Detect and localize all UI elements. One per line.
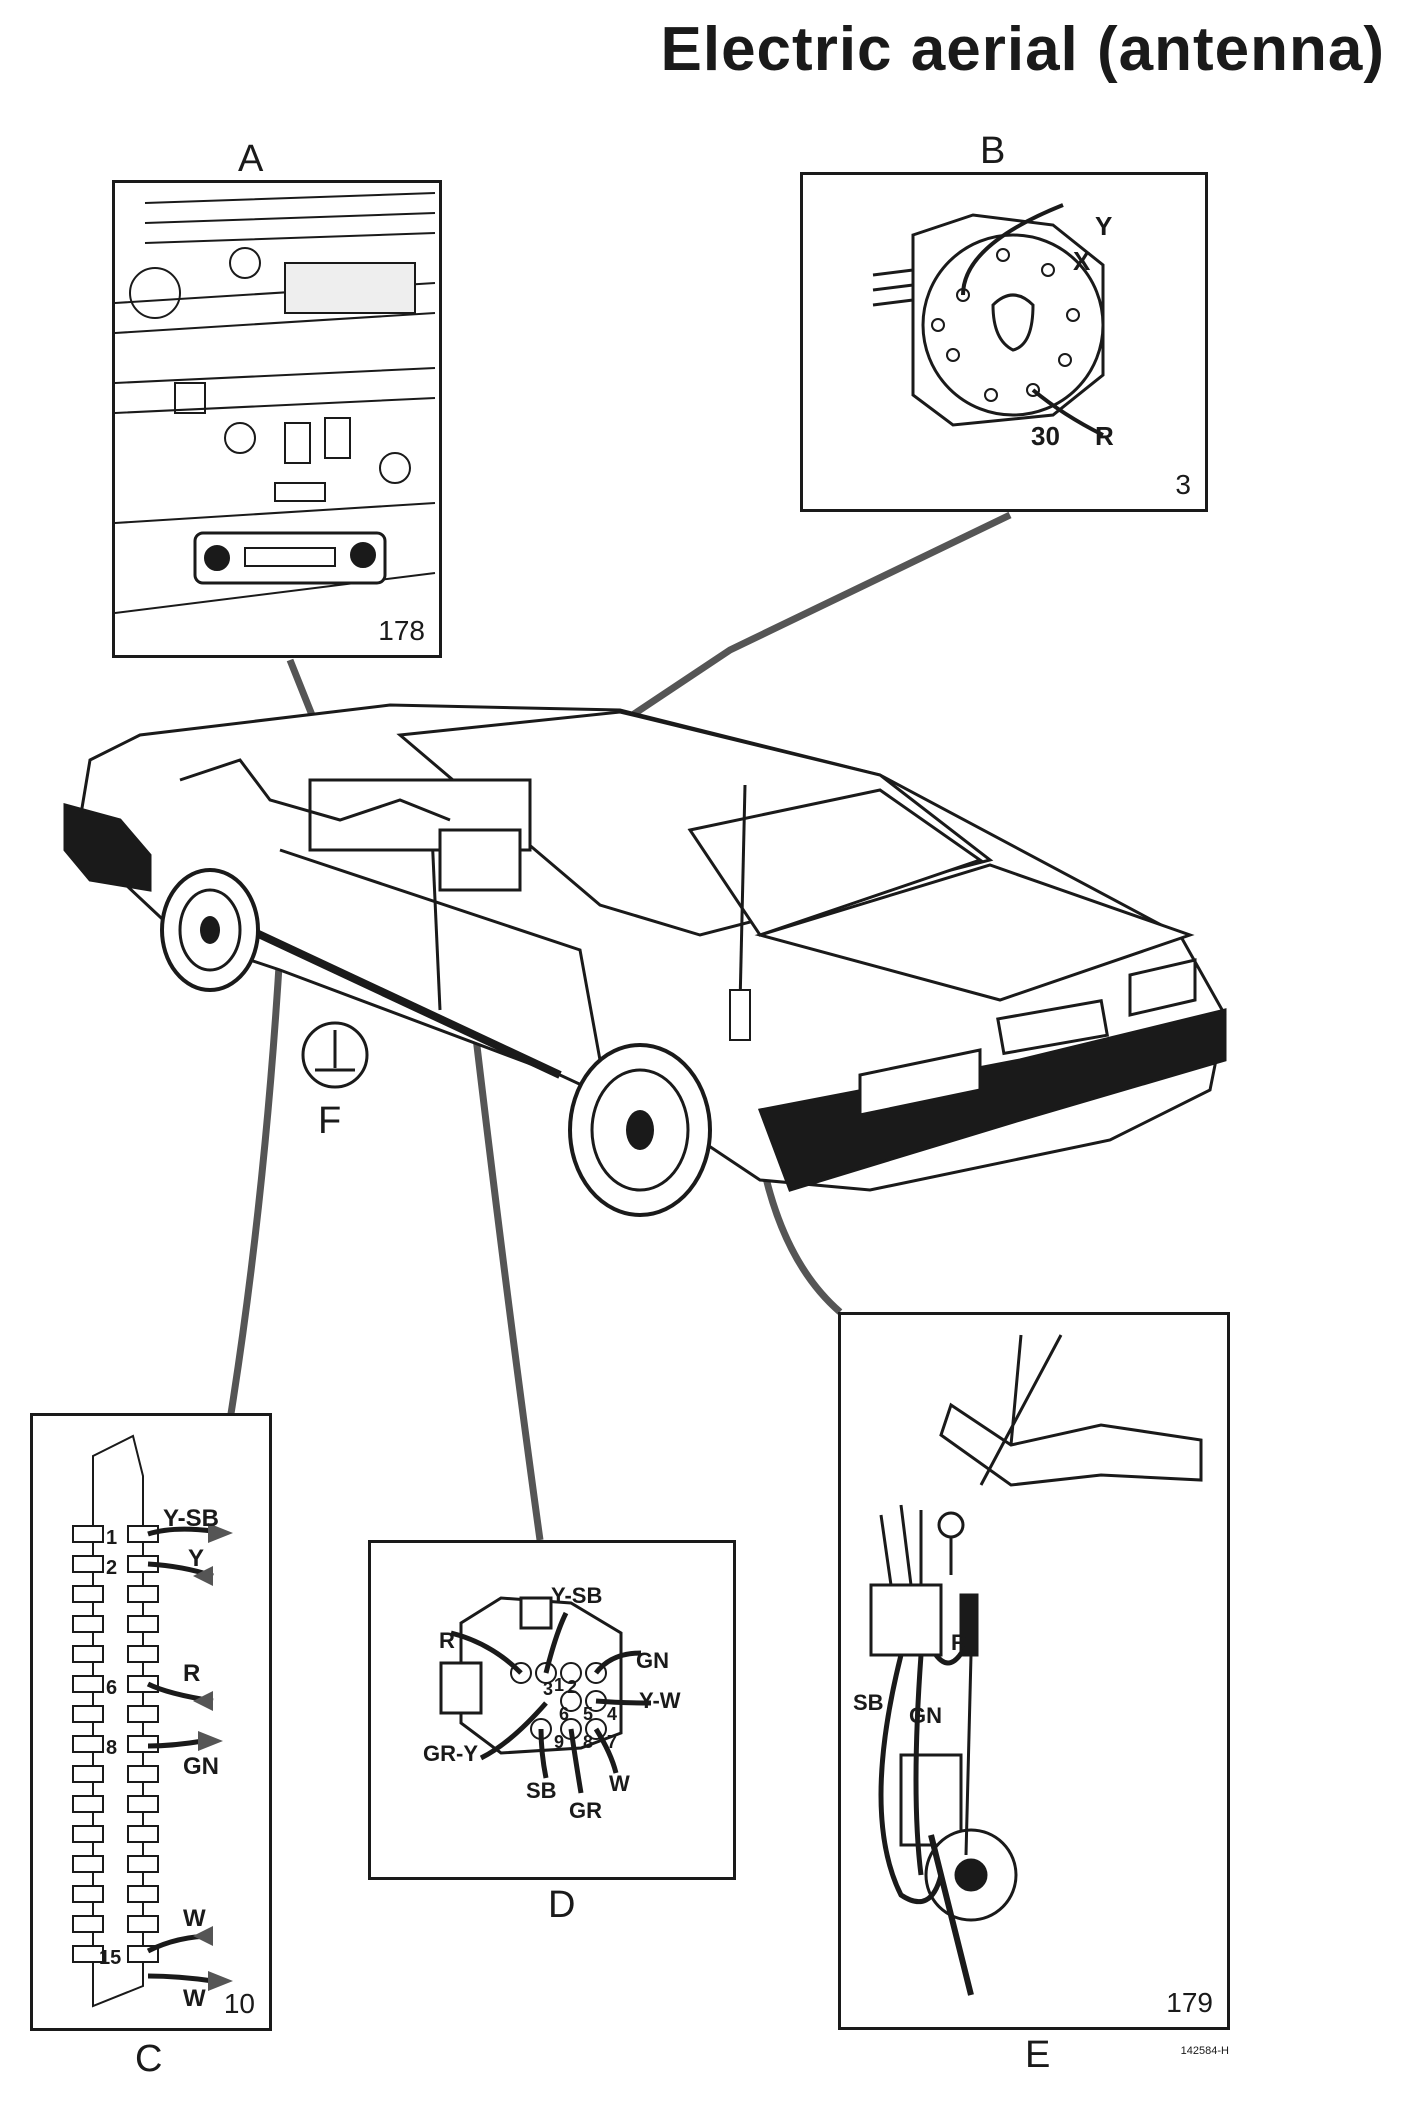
panel-e-wire-label: GN	[909, 1703, 942, 1728]
panel-c-pin: 1	[106, 1527, 117, 1549]
panel-b-label: B	[980, 130, 1006, 172]
panel-d-wire-label: Y-W	[639, 1688, 681, 1713]
connector-pins	[510, 1662, 607, 1740]
panel-c: 1 2 6 8 15 Y-SB Y R GN W W 10	[30, 1413, 272, 2031]
panel-d-pin: 2	[567, 1677, 577, 1697]
tail-light-left	[858, 1048, 982, 1117]
panel-c-pin: 6	[106, 1677, 117, 1699]
panel-d-wire-label: W	[609, 1771, 630, 1796]
tail-light	[1128, 958, 1197, 1017]
panel-e-wire-label: R	[951, 1630, 967, 1655]
panel-b: Y X 30 R 3	[800, 172, 1208, 512]
panel-d-wire-label: R	[439, 1628, 455, 1653]
reference-code: 142584-H	[1180, 2045, 1229, 2057]
panel-d-pin: 7	[607, 1732, 617, 1752]
panel-e-wire-label: SB	[853, 1690, 884, 1715]
panel-a: 178	[112, 180, 442, 658]
panel-b-wire-label: Y	[1095, 211, 1112, 241]
panel-d-wire-label: GR-Y	[423, 1741, 478, 1766]
front-bumper	[63, 803, 152, 892]
panel-c-pin: 8	[106, 1737, 117, 1759]
trunk-lid	[754, 863, 1195, 1002]
rear-wheel	[568, 1043, 712, 1217]
panel-d-wire-label: SB	[526, 1778, 557, 1803]
ground-label: F	[318, 1100, 342, 1142]
panel-b-drawing: Y X 30 R	[872, 203, 1114, 451]
panel-c-wire-label: W	[183, 1905, 206, 1932]
terminal-block	[72, 1525, 159, 1963]
front-wheel	[160, 868, 260, 992]
panel-b-wire-label: X	[1073, 246, 1091, 276]
panel-a-number: 178	[378, 615, 425, 646]
radio-console	[438, 828, 522, 892]
panel-c-wire-label: GN	[183, 1753, 219, 1780]
rear-window	[687, 788, 984, 937]
panel-b-number: 3	[1175, 469, 1191, 500]
panel-d-pin: 3	[543, 1679, 553, 1699]
license-plate	[996, 998, 1110, 1056]
panel-e-label: E	[1025, 2034, 1051, 2076]
panel-b-wire-label: R	[1095, 421, 1114, 451]
panel-d-pin: 8	[583, 1732, 593, 1752]
panel-c-wire-label: W	[183, 1985, 206, 2012]
panel-c-number: 10	[223, 1988, 255, 2019]
door-line	[279, 848, 602, 1061]
panel-d-wire-label: GR	[569, 1798, 602, 1823]
panel-c-drawing: 1 2 6 8 15 Y-SB Y R GN W W	[72, 1434, 233, 2012]
panel-a-label: A	[238, 138, 264, 180]
panel-c-wire-label: Y-SB	[163, 1505, 219, 1532]
car-antenna	[738, 784, 747, 1006]
panel-c-wire-label: R	[183, 1660, 200, 1687]
panel-a-drawing	[115, 192, 436, 614]
antenna-base	[729, 989, 751, 1041]
wheels	[160, 868, 712, 1217]
panel-d-pin: 6	[559, 1704, 569, 1724]
panel-d-pin: 1	[554, 1675, 564, 1695]
panel-d-drawing: 1 2 3 4 5 6 7 8 9 Y-SB R GN Y-W GR-Y SB …	[423, 1583, 681, 1823]
panel-c-pin: 15	[99, 1947, 121, 1969]
panel-d-label: D	[548, 1884, 576, 1926]
panel-d-pin: 4	[607, 1704, 617, 1724]
panel-e: R SB GN 179	[838, 1312, 1230, 2030]
leader-line-c	[226, 949, 284, 1421]
panel-c-wire-label: Y	[188, 1545, 204, 1572]
panel-e-number: 179	[1166, 1987, 1213, 2018]
sill	[248, 926, 562, 1079]
ground-symbol-icon	[301, 1021, 369, 1089]
panel-c-pin: 2	[106, 1557, 117, 1579]
page-title: Electric aerial (antenna)	[660, 15, 1385, 84]
rear-bumper	[757, 1008, 1227, 1192]
panel-e-drawing: R SB GN	[853, 1334, 1203, 1996]
panel-d: 1 2 3 4 5 6 7 8 9 Y-SB R GN Y-W GR-Y SB …	[368, 1540, 736, 1880]
panel-c-label: C	[135, 2038, 163, 2080]
panel-d-wire-label: Y-SB	[551, 1583, 602, 1608]
wiring-harness	[179, 758, 451, 822]
panel-d-pin: 5	[583, 1704, 593, 1724]
panel-d-wire-label: GN	[636, 1648, 669, 1673]
panel-b-wire-label: 30	[1031, 421, 1060, 451]
panel-d-pin: 9	[554, 1732, 564, 1752]
